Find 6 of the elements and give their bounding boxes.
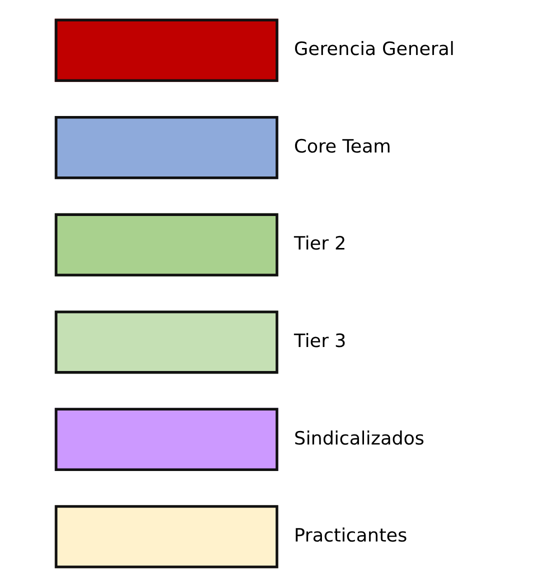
legend-label: Gerencia General bbox=[294, 39, 455, 60]
legend-label: Core Team bbox=[294, 136, 392, 158]
legend-label: Tier 3 bbox=[294, 331, 346, 352]
legend-label: Tier 2 bbox=[294, 234, 346, 255]
legend-label: Practicantes bbox=[294, 526, 408, 547]
legend-label: Sindicalizados bbox=[294, 428, 424, 450]
